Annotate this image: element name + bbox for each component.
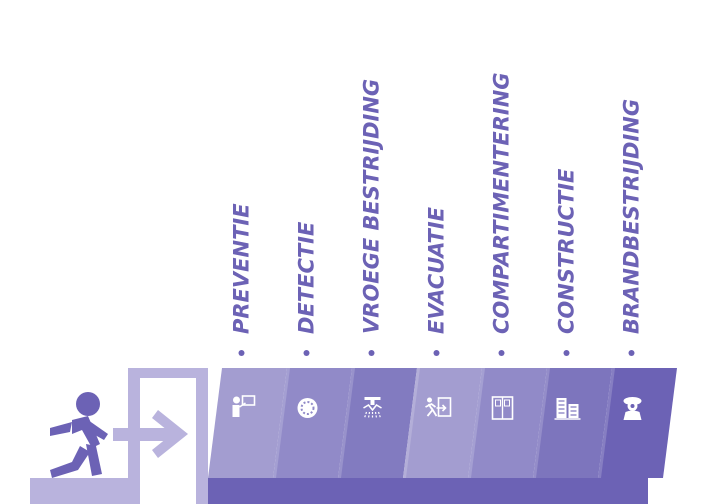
building-icon	[554, 398, 581, 420]
step-dot	[628, 350, 635, 356]
segment-divider	[338, 368, 355, 478]
step-label: COMPARTIMENTERING	[490, 72, 514, 334]
teacher-board-icon	[232, 395, 256, 417]
segment-4	[403, 368, 482, 478]
fire-door-icon	[491, 396, 514, 420]
firefighter-icon	[623, 397, 642, 420]
segment-1	[208, 368, 287, 478]
running-exit-icon	[425, 397, 452, 417]
step-label: CONSTRUCTIE	[555, 168, 579, 334]
segment-divider	[273, 368, 290, 478]
step-label: PREVENTIE	[230, 203, 254, 334]
staircase-segments	[208, 368, 677, 478]
segment-3	[338, 368, 417, 478]
segment-divider	[533, 368, 550, 478]
step-dot	[498, 350, 505, 356]
step-dot	[563, 350, 570, 356]
segment-7	[598, 368, 677, 478]
segment-5	[468, 368, 547, 478]
ground-bar	[30, 478, 130, 504]
step-dot	[238, 350, 245, 356]
step-icons	[232, 395, 642, 420]
step-dot	[303, 350, 310, 356]
segment-divider	[598, 368, 615, 478]
step-dot	[368, 350, 375, 356]
segment-6	[533, 368, 612, 478]
running-man-icon	[50, 392, 108, 478]
step-label: DETECTIE	[295, 221, 319, 334]
step-label: EVACUATIE	[425, 206, 449, 334]
arrow-right-icon	[113, 410, 188, 458]
segment-2	[273, 368, 352, 478]
segment-divider	[403, 368, 420, 478]
step-label: BRANDBESTRIJDING	[620, 99, 644, 334]
segment-divider	[468, 368, 485, 478]
step-dot	[433, 350, 440, 356]
ground-bar-right	[208, 478, 648, 504]
step-label: VROEGE BESTRIJDING	[360, 79, 384, 334]
sprinkler-icon	[363, 397, 382, 419]
step-labels: PREVENTIE DETECTIE VROEGE BESTRIJDING EVACU…	[230, 72, 644, 334]
smoke-detector-icon	[297, 398, 318, 418]
step-dots	[238, 350, 635, 356]
